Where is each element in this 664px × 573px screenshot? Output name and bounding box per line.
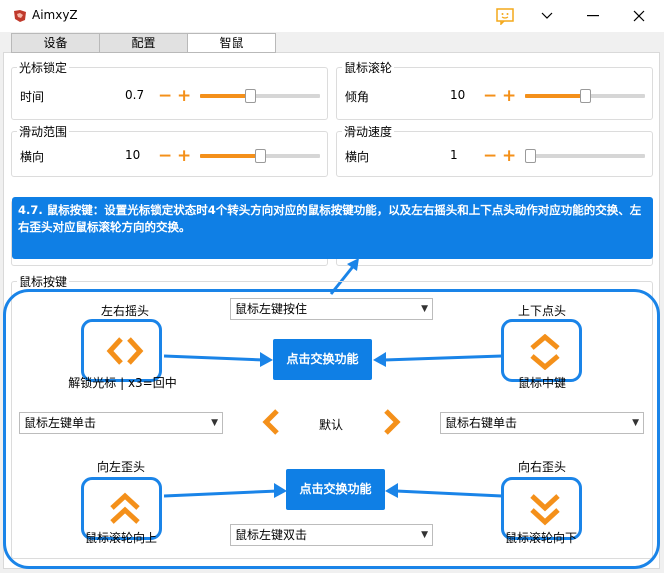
shake-head-label: 左右摇头 (100, 304, 149, 318)
shake-head-button[interactable] (81, 319, 162, 382)
dropdown-button[interactable] (524, 0, 570, 32)
tilt-left-caption: 鼠标滚轮向上 (84, 531, 157, 545)
time-slider[interactable] (200, 89, 320, 103)
group-title: 鼠标按键 (17, 273, 70, 290)
tab-bar: 设备 配置 智鼠 (11, 33, 276, 53)
increase-button[interactable]: + (177, 86, 192, 106)
group-title: 滑动速度 (342, 123, 395, 140)
dropdown-arrow-icon: ▼ (421, 530, 428, 540)
decrease-button[interactable]: − (158, 86, 173, 106)
dropdown-arrow-icon: ▼ (632, 418, 639, 428)
nod-head-button[interactable] (501, 319, 582, 382)
tab-config[interactable]: 配置 (99, 33, 188, 53)
tilt-right-label: 向右歪头 (517, 460, 566, 474)
tilt-slider[interactable] (525, 89, 645, 103)
increase-button[interactable]: + (502, 146, 517, 166)
top-action-select[interactable]: 鼠标左键按住 ▼ (230, 298, 433, 320)
tilt-left-button[interactable] (81, 477, 162, 540)
tilt-value: 10 (450, 88, 466, 102)
shake-head-caption: 解锁光标 | x3=回中 (68, 376, 177, 390)
mouse-keys-highlight (3, 289, 660, 569)
time-value: 0.7 (125, 88, 145, 102)
nod-head-caption: 鼠标中键 (517, 376, 566, 390)
left-action-select[interactable]: 鼠标左键单击 ▼ (19, 412, 223, 434)
bottom-action-value: 鼠标左键双击 (235, 528, 308, 542)
decrease-button[interactable]: − (483, 86, 498, 106)
tilt-label: 倾角 (345, 90, 370, 104)
tab-device[interactable]: 设备 (11, 33, 100, 53)
increase-button[interactable]: + (502, 86, 517, 106)
bottom-action-select[interactable]: 鼠标左键双击 ▼ (230, 524, 433, 546)
minimize-icon (587, 15, 599, 17)
close-icon (633, 10, 645, 22)
increase-button[interactable]: + (177, 146, 192, 166)
time-label: 时间 (20, 90, 45, 104)
horizontal-label: 横向 (20, 150, 45, 164)
up-down-arrows-icon (530, 334, 560, 370)
swap-function-button-bottom[interactable]: 点击交换功能 (286, 469, 385, 510)
dropdown-arrow-icon: ▼ (211, 418, 218, 428)
speed-slider[interactable] (525, 149, 645, 163)
group-title: 鼠标滚轮 (342, 59, 395, 76)
tilt-left-label: 向左歪头 (96, 460, 145, 474)
help-banner: 4.7. 鼠标按键：设置光标锁定状态时4个转头方向对应的鼠标按键功能，以及左右摇… (12, 197, 653, 259)
left-action-value: 鼠标左键单击 (24, 416, 97, 430)
left-right-arrows-icon (106, 337, 144, 365)
arrow-connector (164, 352, 273, 367)
window-title: AimxyZ (32, 8, 78, 22)
range-slider[interactable] (200, 149, 320, 163)
horizontal-label: 横向 (345, 150, 370, 164)
left-chevron-icon[interactable] (261, 408, 281, 436)
mouse-keys-group: 鼠标按键 (11, 273, 653, 559)
group-title: 光标锁定 (17, 59, 70, 76)
right-action-select[interactable]: 鼠标右键单击 ▼ (440, 412, 644, 434)
right-action-value: 鼠标右键单击 (445, 416, 518, 430)
tilt-right-button[interactable] (501, 477, 582, 540)
horizontal-value: 1 (450, 148, 458, 162)
dropdown-arrow-icon: ▼ (421, 304, 428, 314)
swap-function-button-top[interactable]: 点击交换功能 (273, 339, 372, 380)
nod-head-label: 上下点头 (517, 304, 566, 318)
cursor-lock-group: 光标锁定 时间 0.7 − + (11, 59, 328, 120)
app-logo-icon (13, 9, 27, 26)
arrow-connector (385, 483, 502, 498)
tab-smart-mouse[interactable]: 智鼠 (187, 33, 276, 53)
minimize-button[interactable] (570, 0, 616, 32)
mouse-wheel-group: 鼠标滚轮 倾角 10 − + (336, 59, 653, 120)
slide-speed-group: 滑动速度 横向 1 − + (336, 123, 653, 177)
close-button[interactable] (616, 0, 662, 32)
chevron-down-icon (541, 12, 553, 19)
decrease-button[interactable]: − (483, 146, 498, 166)
decrease-button[interactable]: − (158, 146, 173, 166)
feedback-button[interactable] (482, 0, 528, 32)
tilt-right-caption: 鼠标滚轮向下 (504, 531, 577, 545)
arrow-connector (373, 352, 502, 367)
double-down-chevron-icon (530, 494, 560, 526)
title-bar: AimxyZ (0, 0, 664, 32)
double-up-chevron-icon (110, 492, 140, 524)
horizontal-value: 10 (125, 148, 141, 162)
default-label: 默认 (318, 418, 343, 432)
arrow-connector (164, 483, 287, 498)
right-chevron-icon[interactable] (382, 408, 402, 436)
top-action-value: 鼠标左键按住 (235, 302, 308, 316)
chat-smile-icon (496, 8, 514, 25)
slide-range-group: 滑动范围 横向 10 − + (11, 123, 328, 177)
group-title: 滑动范围 (17, 123, 70, 140)
